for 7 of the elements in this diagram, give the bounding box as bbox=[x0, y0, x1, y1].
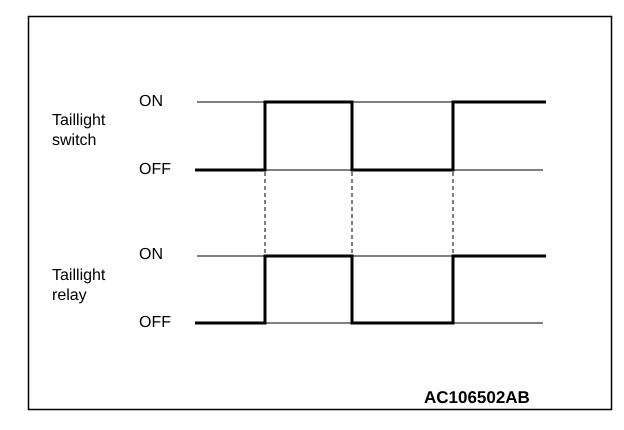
signal-name: Taillight relay bbox=[52, 266, 106, 306]
level-label: OFF bbox=[139, 160, 171, 180]
signal-name: Taillight switch bbox=[52, 111, 106, 151]
level-label: ON bbox=[139, 92, 163, 112]
level-label: ON bbox=[139, 245, 163, 265]
level-label: OFF bbox=[139, 313, 171, 333]
figure-code: AC106502AB bbox=[424, 388, 530, 408]
